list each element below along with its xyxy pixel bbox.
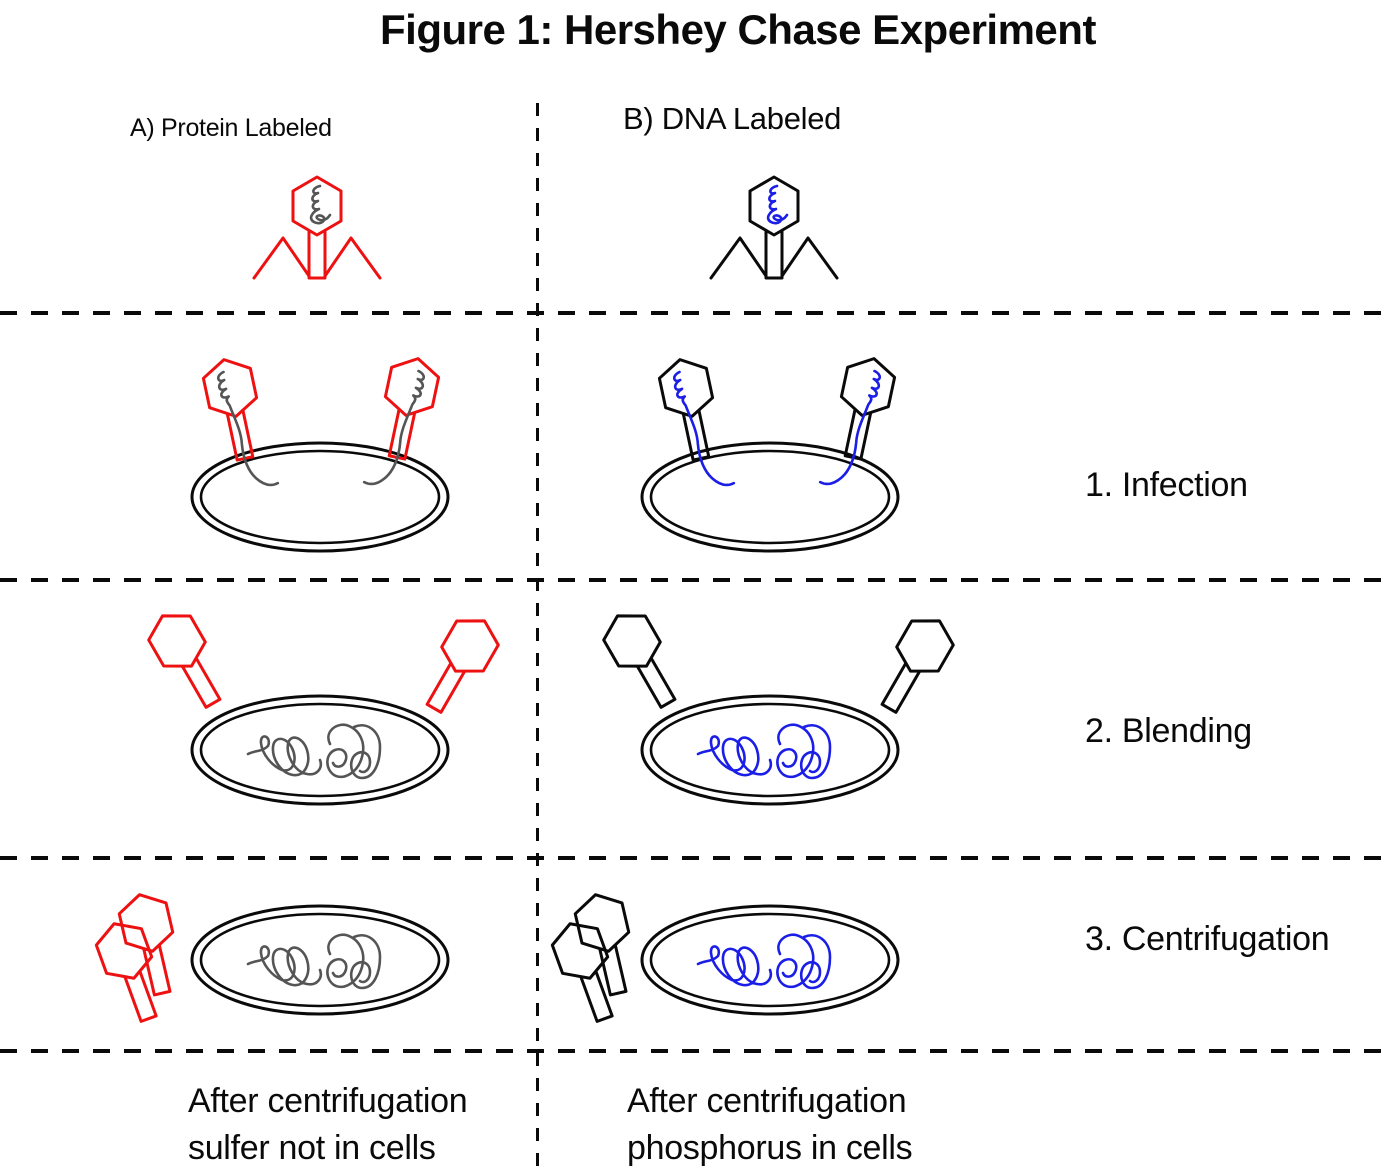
caption-b-line1: After centrifugation [627, 1082, 907, 1120]
dna-tangle-icon-row2-a [246, 723, 382, 780]
pelleted-phage-a-front-icon [92, 916, 172, 1027]
figure-title: Figure 1: Hershey Chase Experiment [380, 6, 1096, 53]
bacterium-cell-icon-row3-a [190, 904, 450, 1016]
caption-b-line2: phosphorus in cells [627, 1129, 913, 1167]
phage-b-dna-squiggle-icon [766, 184, 789, 225]
detached-phage-a-right-icon [413, 609, 505, 720]
bacterium-cell-icon-row2-b [640, 694, 900, 806]
infecting-phage-b-right-icon [830, 354, 898, 463]
column-a-caption: After centrifugation sulfer not in cells [188, 1078, 468, 1172]
detached-phage-a-left-icon [142, 604, 234, 715]
row-divider-3 [0, 856, 1392, 860]
step-label-centrifugation: 3. Centrifugation [1085, 920, 1330, 958]
bacterium-cell-icon-row2-a [190, 694, 450, 806]
step-label-infection: 1. Infection [1085, 466, 1248, 504]
row-divider-4 [0, 1049, 1392, 1053]
dna-tangle-icon-row3-b [696, 933, 832, 990]
column-divider [536, 103, 539, 1172]
detached-phage-b-right-icon [868, 609, 960, 720]
row-divider-1 [0, 311, 1392, 315]
column-b-caption: After centrifugation phosphorus in cells [627, 1078, 913, 1172]
pelleted-phage-b-front-icon [548, 916, 628, 1027]
row-divider-2 [0, 578, 1392, 582]
column-b-header: B) DNA Labeled [623, 101, 842, 136]
bacterium-cell-icon-row3-b [640, 904, 900, 1016]
column-a-header: A) Protein Labeled [130, 114, 332, 142]
phage-a-dna-squiggle-icon [309, 184, 332, 225]
bacterium-cell-icon-row1-a [190, 441, 450, 553]
caption-a-line1: After centrifugation [188, 1082, 468, 1120]
dna-tangle-icon-row2-b [696, 723, 832, 780]
dna-tangle-icon-row3-a [246, 933, 382, 990]
infecting-phage-a-right-icon [374, 354, 442, 463]
infecting-phage-a-left-icon [200, 355, 268, 464]
detached-phage-b-left-icon [597, 604, 689, 715]
caption-a-line2: sulfer not in cells [188, 1129, 436, 1167]
step-label-blending: 2. Blending [1085, 712, 1252, 750]
